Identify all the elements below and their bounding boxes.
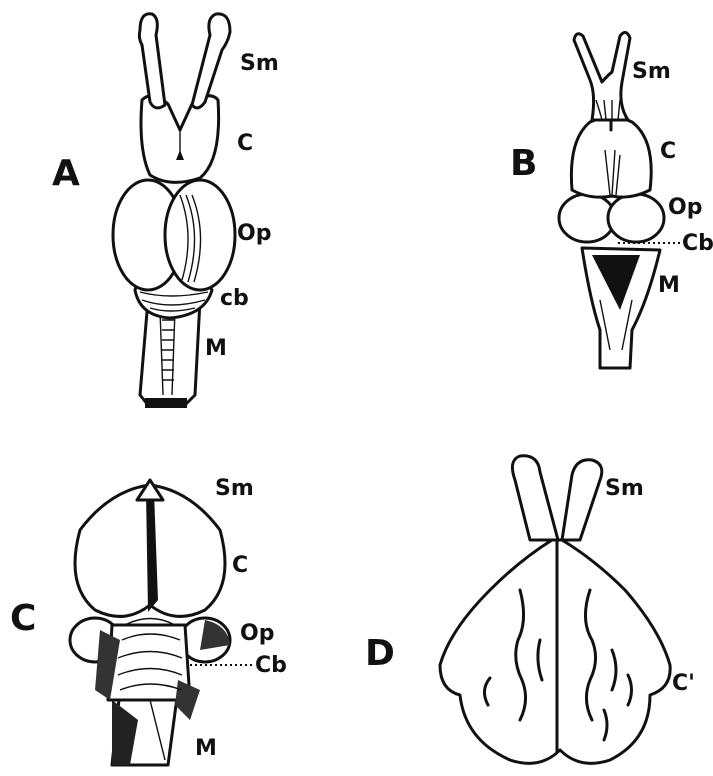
panel-b-letter: B <box>510 143 537 184</box>
panel-d-label-sm: Sm <box>605 476 644 501</box>
panel-a-label-op: Op <box>237 221 271 246</box>
panel-c-label-sm: Sm <box>215 476 254 501</box>
panel-b-label-sm: Sm <box>632 59 671 84</box>
panel-d-label-c: C' <box>672 671 695 696</box>
panel-b-label-c: C <box>660 139 676 164</box>
panel-a-label-cb: cb <box>220 286 249 311</box>
panel-a-label-m: M <box>205 336 227 361</box>
panel-c-label-c: C <box>232 553 248 578</box>
panel-c <box>70 480 230 765</box>
panel-a-label-sm: Sm <box>240 51 279 76</box>
panel-c-letter: C <box>10 598 36 639</box>
panel-b-label-m: M <box>658 273 680 298</box>
panel-a-letter: A <box>52 153 80 194</box>
panel-b-label-op: Op <box>668 195 702 220</box>
panel-c-label-cb: Cb <box>255 653 287 678</box>
panel-c-label-m: M <box>195 736 217 761</box>
panel-d <box>440 456 670 764</box>
panel-b-label-cb: Cb <box>682 231 713 256</box>
panel-c-label-op: Op <box>240 621 274 646</box>
panel-d-letter: D <box>365 633 395 674</box>
panel-a-label-c: C <box>237 131 253 156</box>
